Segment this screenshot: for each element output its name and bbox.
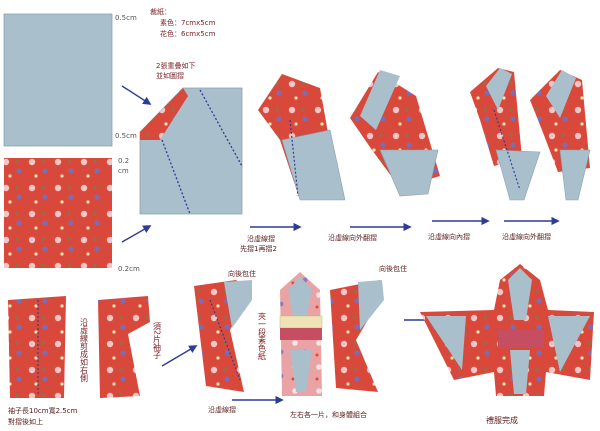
fold-sleeve-note: 沿虛線摺 xyxy=(208,405,236,414)
dim-pattern-bottom: 0.2cm xyxy=(118,265,140,273)
done-label: 禮服完成 xyxy=(486,415,518,425)
dim-middle-margin: 0.5cm xyxy=(115,132,137,140)
stack-instruction-line1: 2張重疊如下 xyxy=(156,61,195,70)
sleeve-size-line1: 袖子長10cm寬2.5cm xyxy=(8,406,78,415)
arrow-plain-to-stack xyxy=(121,85,152,105)
dim-pattern-top: 0.2 xyxy=(118,157,129,165)
sash-band xyxy=(279,315,323,329)
arrow-sleeve xyxy=(161,345,198,367)
combine-note: 左右各一片，和身體組合 xyxy=(290,410,367,419)
wrap-back-right: 向後包住 xyxy=(379,264,407,273)
sleeve-cut-note: 沿虛線剪成如右側 xyxy=(80,318,89,382)
plain-paper-size: 素色：7cmx5cm xyxy=(160,18,216,27)
sleeve-cut-shape xyxy=(98,296,150,398)
plain-paper-sheet xyxy=(3,13,113,147)
stack-instruction-line2: 並如圖摺 xyxy=(156,71,184,80)
sleeve-folded xyxy=(194,280,252,392)
arrow-pattern-to-stack xyxy=(121,225,152,243)
sleeve-size-line2: 對摺後如上 xyxy=(8,417,43,426)
step2-folded-collar xyxy=(258,74,346,201)
step1-stacked-paper xyxy=(139,87,243,215)
pattern-paper-size: 花色：6cmx5cm xyxy=(160,29,216,38)
fold-center-line1: 沿虛線摺 xyxy=(247,234,275,243)
step3-folded-outward xyxy=(350,70,440,197)
dim-pattern-unit: cm xyxy=(118,167,129,175)
sleeve-pair-note: 須2片袖子 xyxy=(153,322,162,359)
sash-note: 夾一段素色紙 xyxy=(258,312,267,361)
fold-center-line2: 先摺1再摺2 xyxy=(240,244,277,253)
final-sash xyxy=(498,330,544,348)
fold-outward-1: 沿虛線向外翻摺 xyxy=(328,233,377,242)
sleeve-strip xyxy=(8,296,66,398)
wrap-back-left: 向後包住 xyxy=(228,269,256,278)
fold-outward-2: 沿虛線向外翻摺 xyxy=(502,232,551,241)
pattern-paper-sheet xyxy=(4,158,112,268)
dim-top-margin: 0.5cm xyxy=(115,14,137,22)
sleeve-right-piece xyxy=(330,280,384,392)
step4-folded-inward xyxy=(470,68,541,201)
step5-body-half xyxy=(530,70,591,201)
kimono-body xyxy=(279,272,323,396)
fold-inward: 沿虛線向內摺 xyxy=(428,232,470,241)
finished-kimono xyxy=(420,264,594,396)
paper-title: 裁紙： xyxy=(150,7,171,16)
